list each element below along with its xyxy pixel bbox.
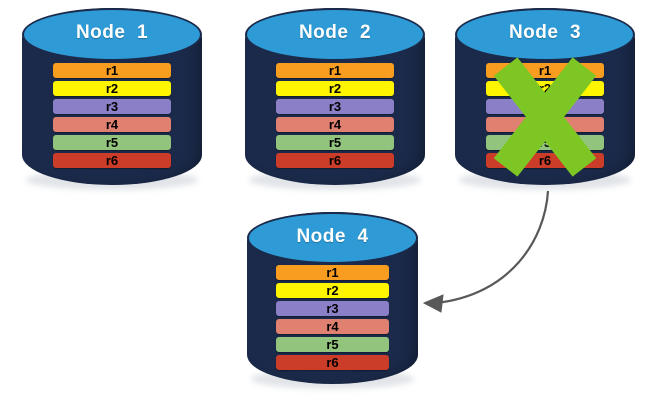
node-4-row-r4[interactable]: r4 bbox=[276, 319, 389, 335]
node-4-row-r3[interactable]: r3 bbox=[276, 301, 389, 317]
node-1[interactable]: Node 1 r1 r2 r3 r4 r5 r6 bbox=[22, 8, 202, 190]
node-2-title: Node 2 bbox=[298, 22, 372, 44]
failover-arrow-path bbox=[435, 190, 550, 305]
node-1-rows: r1 r2 r3 r4 r5 r6 bbox=[52, 62, 172, 168]
node-3-row-r4[interactable]: r4 bbox=[485, 116, 605, 132]
node-4-title: Node 4 bbox=[296, 225, 369, 247]
node-4-row-r1[interactable]: r1 bbox=[276, 265, 389, 281]
node-4-rows: r1 r2 r3 r4 r5 r6 bbox=[276, 265, 389, 371]
node-4-row-r2[interactable]: r2 bbox=[276, 283, 389, 299]
node-2-top-disc bbox=[245, 8, 425, 62]
node-2-row-r3[interactable]: r3 bbox=[275, 98, 395, 114]
node-2-rows: r1 r2 r3 r4 r5 r6 bbox=[275, 62, 395, 168]
node-3-row-r6[interactable]: r6 bbox=[485, 152, 605, 168]
node-3-row-r5[interactable]: r5 bbox=[485, 134, 605, 150]
node-3-row-r3[interactable]: r3 bbox=[485, 98, 605, 114]
node-4[interactable]: Node 4 r1 r2 r3 r4 r5 r6 bbox=[247, 212, 418, 389]
node-3-rows: r1 r2 r3 r4 r5 r6 bbox=[485, 62, 605, 168]
node-4-top-disc bbox=[247, 212, 418, 264]
node-3-row-r1[interactable]: r1 bbox=[485, 62, 605, 78]
node-1-title: Node 1 bbox=[75, 22, 149, 44]
node-1-row-r3[interactable]: r3 bbox=[52, 98, 172, 114]
node-2-row-r1[interactable]: r1 bbox=[275, 62, 395, 78]
node-2-row-r5[interactable]: r5 bbox=[275, 134, 395, 150]
node-1-row-r5[interactable]: r5 bbox=[52, 134, 172, 150]
node-2-row-r4[interactable]: r4 bbox=[275, 116, 395, 132]
node-3-title: Node 3 bbox=[508, 22, 582, 44]
node-2-row-r2[interactable]: r2 bbox=[275, 80, 395, 96]
node-2[interactable]: Node 2 r1 r2 r3 r4 r5 r6 bbox=[245, 8, 425, 190]
node-1-row-r1[interactable]: r1 bbox=[52, 62, 172, 78]
failover-arrow-head bbox=[422, 294, 444, 313]
node-4-row-r6[interactable]: r6 bbox=[276, 355, 389, 371]
node-1-row-r4[interactable]: r4 bbox=[52, 116, 172, 132]
node-3[interactable]: Node 3 r1 r2 r3 r4 r5 r6 bbox=[455, 8, 635, 190]
node-4-row-r5[interactable]: r5 bbox=[276, 337, 389, 353]
node-3-row-r2[interactable]: r2 bbox=[485, 80, 605, 96]
node-2-row-r6[interactable]: r6 bbox=[275, 152, 395, 168]
node-1-row-r2[interactable]: r2 bbox=[52, 80, 172, 96]
node-1-top-disc bbox=[22, 8, 202, 62]
node-1-row-r6[interactable]: r6 bbox=[52, 152, 172, 168]
